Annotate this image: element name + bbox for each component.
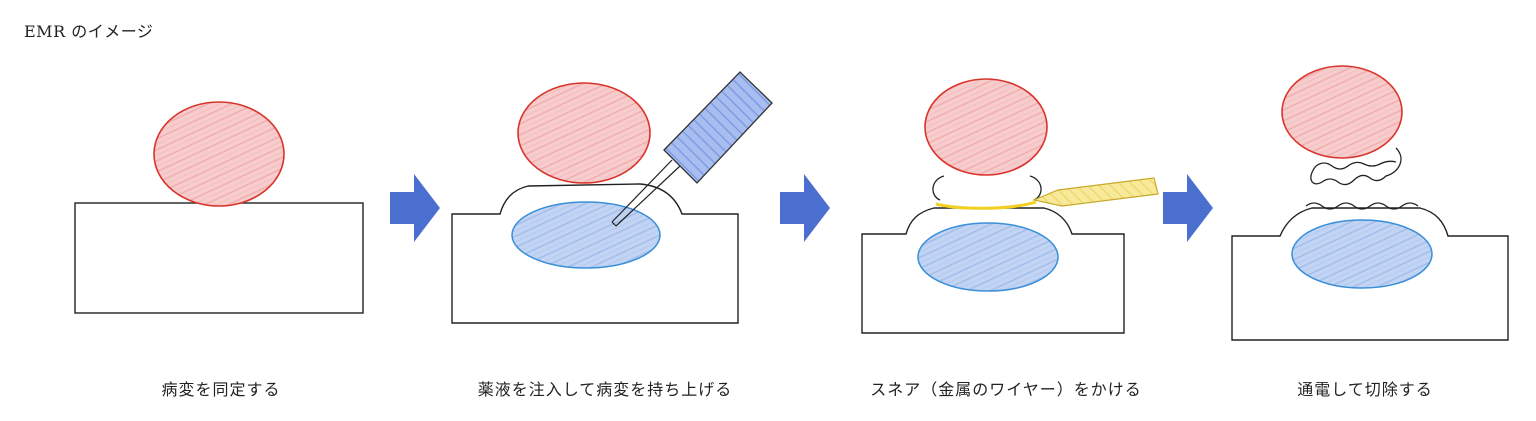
fluid-cushion <box>917 222 1059 292</box>
tissue-block <box>74 202 364 314</box>
fluid-cushion <box>511 201 661 269</box>
injection-needle <box>611 71 773 227</box>
resected-lesion <box>1281 65 1403 159</box>
step-4-label: 通電して切除する <box>1297 380 1433 399</box>
snare-wire <box>935 200 1037 210</box>
step-3-illustration <box>861 78 1159 334</box>
step-1-label: 病変を同定する <box>161 380 281 399</box>
snare-sheath <box>1031 177 1159 207</box>
step-4-illustration <box>1231 65 1509 341</box>
step-arrow-2 <box>780 174 830 242</box>
lesion <box>517 82 651 184</box>
step-1-illustration <box>74 101 364 314</box>
fluid-cushion <box>1291 219 1433 289</box>
step-arrow-1 <box>390 174 440 242</box>
lesion <box>924 78 1048 176</box>
diagram-title: EMR のイメージ <box>24 22 154 41</box>
lesion <box>153 101 285 207</box>
step-3-label: スネア（金属のワイヤー）をかける <box>870 380 1142 399</box>
step-2-illustration <box>451 71 773 324</box>
step-arrow-3 <box>1163 174 1213 242</box>
step-2-label: 薬液を注入して病変を持ち上げる <box>477 380 733 399</box>
